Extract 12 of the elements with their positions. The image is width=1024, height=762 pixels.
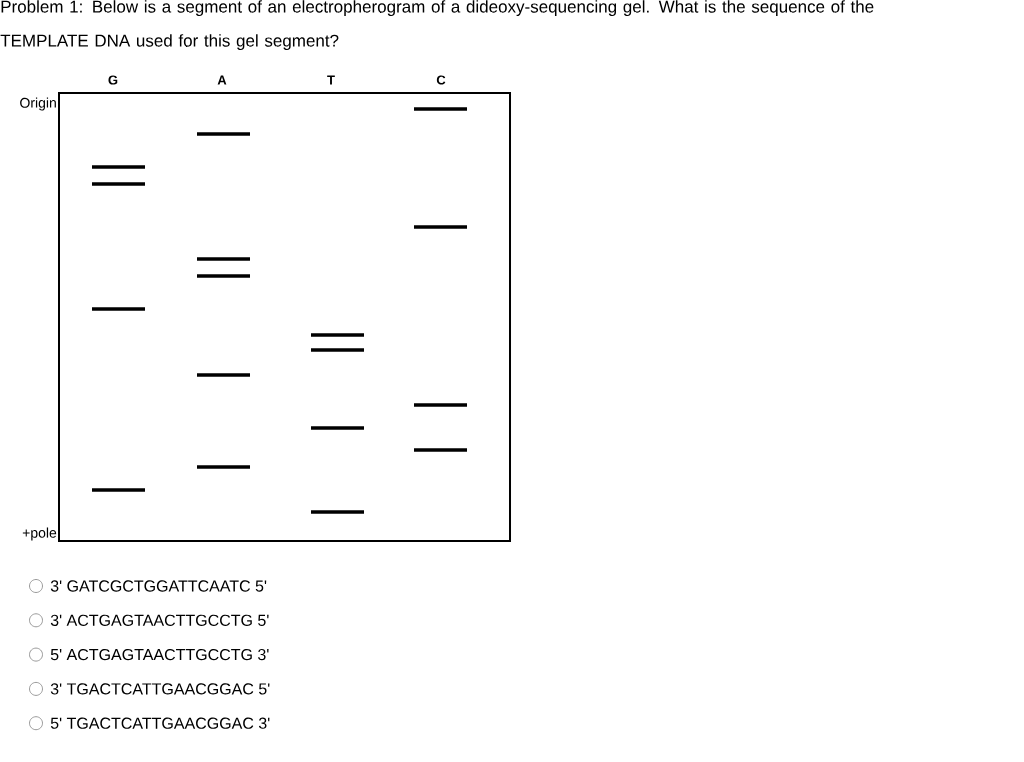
lane-label: A — [217, 75, 227, 85]
axis-label: Origin — [20, 97, 56, 111]
answer-option: 5' TGACTCATTGAACGGAC 3' — [50, 717, 270, 729]
lane-label: C — [436, 75, 446, 85]
question-text: Problem 1: Below is a segment of an electropherogram of a dideoxy-sequencing gel. What is the sequence of the TEMPLATE DNA used for this gel segment? — [0, 0, 874, 51]
axis-label: +pole — [22, 527, 57, 541]
lane-label: G — [108, 75, 118, 85]
answer-option: 5' ACTGAGTAACTTGCCTG 3' — [50, 648, 269, 661]
lane-label: T — [327, 75, 335, 85]
answer-option: 3' TGACTCATTGAACGGAC 5' — [50, 683, 270, 695]
answer-option: 3' GATCGCTGGATTCAATC 5' — [50, 580, 267, 592]
answer-option: 3' ACTGAGTAACTTGCCTG 5' — [50, 614, 269, 626]
